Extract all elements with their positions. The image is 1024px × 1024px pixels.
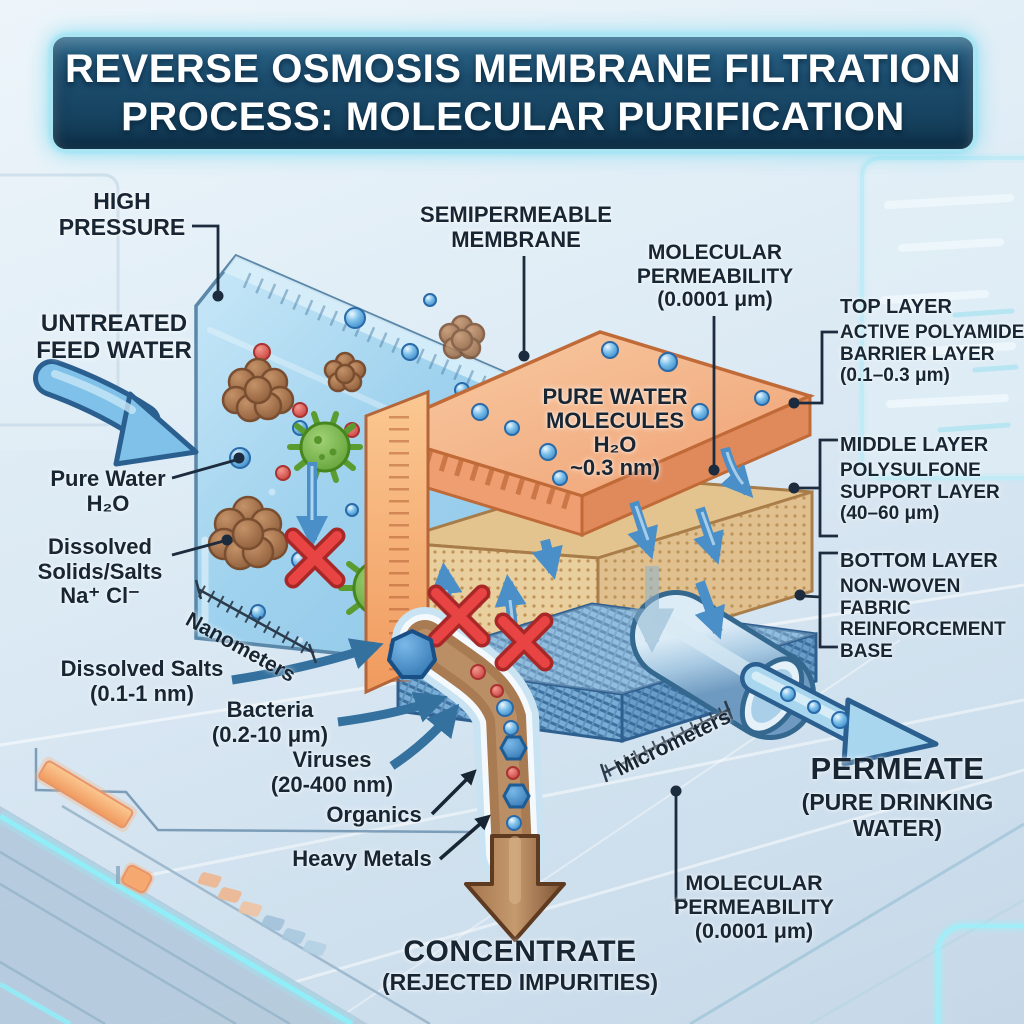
micrometer-ruler bbox=[599, 700, 734, 783]
permeate-flow-arrow bbox=[740, 662, 939, 767]
label-concentrate-subtitle: (REJECTED IMPURITIES) bbox=[381, 969, 659, 995]
nanometer-ruler bbox=[194, 579, 318, 664]
label-concentrate-title: CONCENTRATE bbox=[403, 935, 637, 968]
label-semipermeable-membrane: SEMIPERMEABLE MEMBRANE bbox=[420, 202, 612, 252]
blocked-particle-hexagon bbox=[387, 629, 437, 679]
label-viruses: Viruses (20-400 nm) bbox=[270, 747, 394, 797]
dissolved-solids-cluster bbox=[207, 314, 486, 571]
label-dissolved-solids-salts: Dissolved Solids/Salts Na⁺ Cl⁻ bbox=[37, 534, 163, 609]
title-line2: PROCESS: MOLECULAR PURIFICATION bbox=[121, 95, 905, 139]
label-pure-water: Pure Water H₂O bbox=[50, 466, 166, 516]
label-untreated-feed-water: UNTREATED FEED WATER bbox=[36, 310, 192, 364]
concentrate-stream bbox=[392, 607, 566, 942]
label-bottom-layer-desc: NON-WOVEN FABRIC REINFORCEMENT BASE bbox=[840, 576, 1006, 662]
leader-lines bbox=[171, 224, 838, 902]
label-pure-water-molecules: PURE WATER MOLECULES H₂O ~0.3 nm) bbox=[542, 384, 688, 481]
background-decor bbox=[0, 153, 1024, 1024]
title-banner: REVERSE OSMOSIS MEMBRANE FILTRATION PROC… bbox=[50, 34, 976, 152]
label-middle-layer-desc: POLYSULFONE SUPPORT LAYER (40–60 μm) bbox=[840, 460, 1000, 525]
label-high-pressure: HIGH PRESSURE bbox=[58, 188, 186, 240]
label-bottom-layer-title: BOTTOM LAYER bbox=[840, 550, 998, 572]
rejection-x-marks bbox=[284, 527, 554, 672]
label-top-layer-desc: ACTIVE POLYAMIDE BARRIER LAYER (0.1–0.3 … bbox=[840, 322, 1024, 387]
label-dissolved-salts: Dissolved Salts (0.1-1 nm) bbox=[60, 656, 224, 706]
water-droplets-on-membrane bbox=[471, 341, 770, 486]
label-permeate-subtitle: (PURE DRINKING WATER) bbox=[801, 789, 994, 841]
rejected-impurity-particles bbox=[470, 664, 531, 831]
label-permeate-title: PERMEATE bbox=[810, 751, 985, 786]
label-molecular-permeability-top: MOLECULAR PERMEABILITY (0.0001 μm) bbox=[636, 241, 794, 312]
label-top-layer-title: TOP LAYER bbox=[840, 296, 952, 318]
callout-arrows bbox=[231, 638, 491, 861]
title-line1: REVERSE OSMOSIS MEMBRANE FILTRATION bbox=[64, 47, 962, 91]
label-organics: Organics bbox=[326, 802, 422, 827]
label-molecular-permeability-bottom: MOLECULAR PERMEABILITY (0.0001 μm) bbox=[673, 871, 835, 944]
feed-inlet-arrow bbox=[33, 359, 199, 467]
glow-bar bbox=[34, 756, 137, 832]
leader-dots bbox=[212, 290, 806, 797]
label-bacteria: Bacteria (0.2-10 μm) bbox=[211, 697, 329, 747]
label-middle-layer-title: MIDDLE LAYER bbox=[840, 434, 989, 456]
label-heavy-metals: Heavy Metals bbox=[292, 846, 432, 871]
